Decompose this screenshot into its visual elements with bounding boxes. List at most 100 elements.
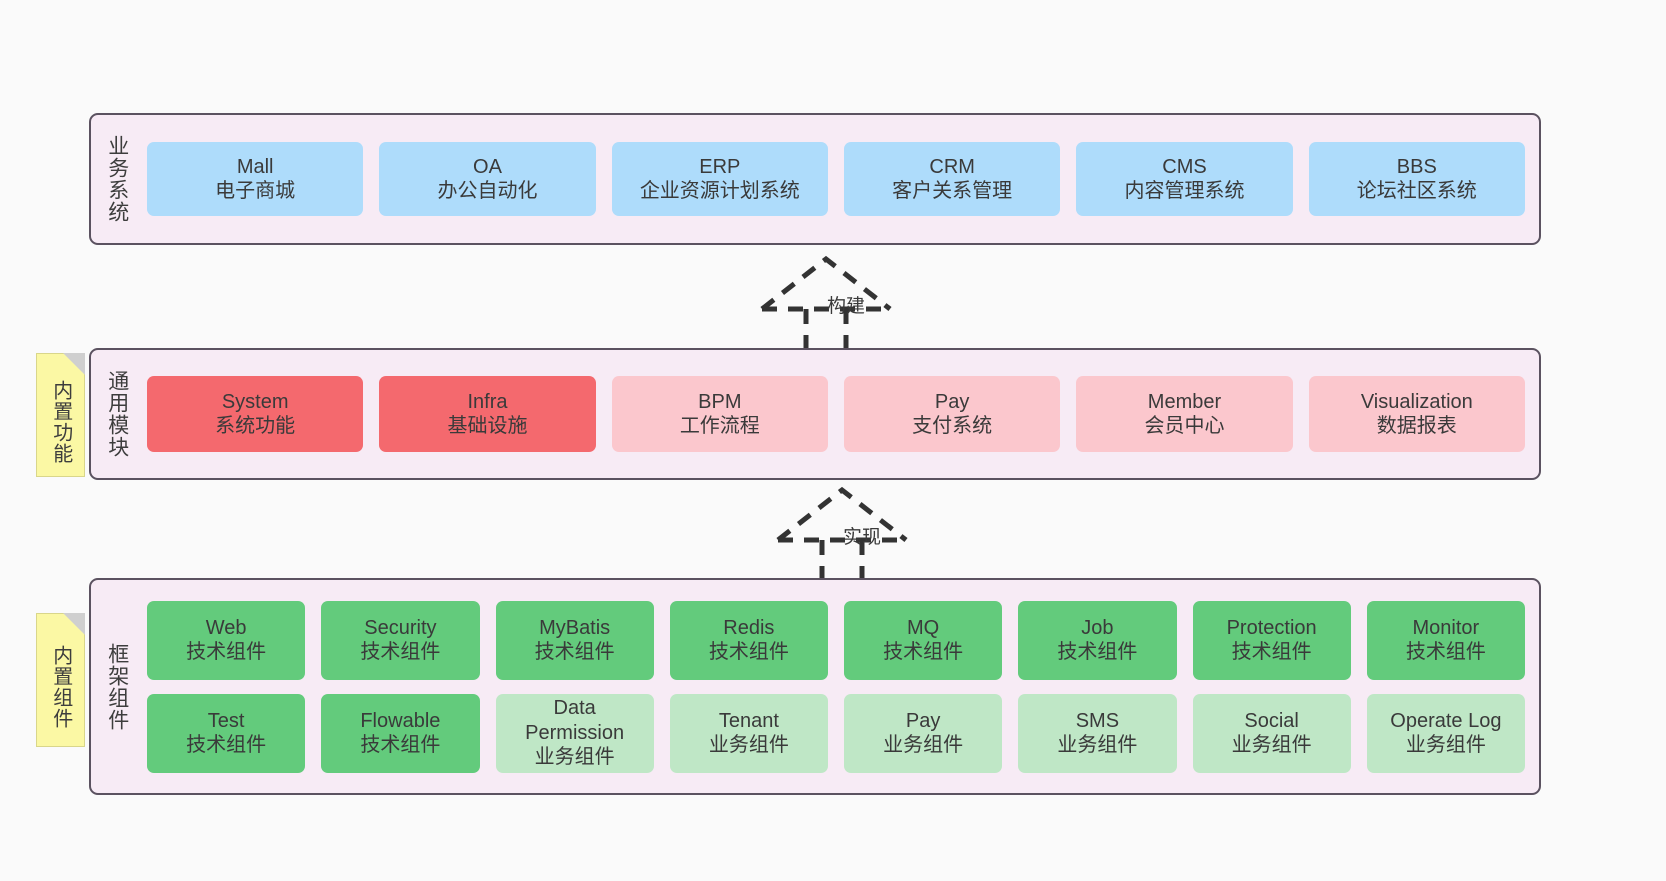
card-pay-biz[interactable]: Pay 业务组件 (844, 693, 1003, 773)
card-title: Pay (934, 390, 970, 413)
layer-body-business-system: Mall 电子商城 OA 办公自动化 ERP 企业资源计划系统 CRM 客户关系… (143, 115, 1539, 243)
card-subtitle: 业务组件 (883, 734, 964, 756)
card-subtitle: 技术组件 (186, 734, 267, 756)
card-operate-log[interactable]: Operate Log 业务组件 (1366, 693, 1525, 773)
card-erp[interactable]: ERP 企业资源计划系统 (611, 142, 828, 216)
card-title: Pay (905, 709, 941, 732)
card-title: Protection (1226, 616, 1317, 639)
card-title: CRM (929, 155, 975, 178)
card-title: Operate Log (1390, 709, 1502, 732)
sticky-note-label: 内置组件 (49, 645, 72, 729)
card-title: Job (1081, 616, 1114, 639)
card-subtitle: 业务组件 (534, 746, 615, 769)
card-subtitle: 电子商城 (215, 180, 296, 202)
card-title: Data Permission (525, 697, 625, 744)
card-infra[interactable]: Infra 基础设施 (379, 376, 596, 452)
card-subtitle: 业务组件 (708, 734, 789, 756)
card-subtitle: 业务组件 (1231, 734, 1312, 756)
layer-title-framework-component: 框架组件 (105, 642, 129, 731)
card-data-permission[interactable]: Data Permission 业务组件 (495, 693, 654, 773)
card-security[interactable]: Security 技术组件 (321, 600, 480, 680)
card-title: Monitor (1412, 616, 1480, 639)
card-subtitle: 技术组件 (360, 641, 441, 663)
layer-business-system[interactable]: 业务系统 Mall 电子商城 OA 办公自动化 ERP 企业资源计划系统 CRM… (89, 113, 1541, 245)
card-system[interactable]: System 系统功能 (147, 376, 364, 452)
card-title: OA (473, 155, 502, 178)
layer-framework-component[interactable]: 框架组件 Web 技术组件 Security 技术组件 MyBatis 技术组件… (89, 578, 1541, 795)
card-subtitle: 办公自动化 (437, 180, 538, 202)
card-sms[interactable]: SMS 业务组件 (1018, 693, 1177, 773)
card-title: MQ (907, 616, 940, 639)
sticky-note-builtin-function: 内置功能 (36, 353, 85, 477)
card-social[interactable]: Social 业务组件 (1192, 693, 1351, 773)
card-row: Web 技术组件 Security 技术组件 MyBatis 技术组件 Redi… (147, 600, 1525, 680)
card-title: Visualization (1360, 390, 1473, 413)
card-title: BPM (698, 390, 742, 413)
card-title: Tenant (718, 709, 779, 732)
card-flowable[interactable]: Flowable 技术组件 (321, 693, 480, 773)
card-subtitle: 技术组件 (534, 641, 615, 663)
layer-title-common-module: 通用模块 (105, 370, 129, 458)
card-subtitle: 技术组件 (883, 641, 964, 663)
card-subtitle: 技术组件 (1231, 641, 1312, 663)
card-subtitle: 数据报表 (1376, 415, 1457, 437)
card-protection[interactable]: Protection 技术组件 (1192, 600, 1351, 680)
card-subtitle: 技术组件 (1057, 641, 1138, 663)
card-subtitle: 支付系统 (912, 415, 993, 437)
connector-implement: 实现 (758, 478, 958, 588)
card-bpm[interactable]: BPM 工作流程 (611, 376, 828, 452)
card-mall[interactable]: Mall 电子商城 (147, 142, 364, 216)
card-member[interactable]: Member 会员中心 (1076, 376, 1293, 452)
card-cms[interactable]: CMS 内容管理系统 (1076, 142, 1293, 216)
layer-common-module[interactable]: 通用模块 System 系统功能 Infra 基础设施 BPM 工作流程 Pay… (89, 348, 1541, 480)
card-subtitle: 内容管理系统 (1124, 180, 1245, 202)
card-subtitle: 业务组件 (1057, 734, 1138, 756)
card-title: MyBatis (539, 616, 611, 639)
card-redis[interactable]: Redis 技术组件 (669, 600, 828, 680)
card-title: Flowable (360, 709, 441, 732)
card-monitor[interactable]: Monitor 技术组件 (1366, 600, 1525, 680)
card-subtitle: 企业资源计划系统 (639, 180, 800, 202)
card-title: Member (1147, 390, 1222, 413)
card-title: Mall (236, 155, 274, 178)
card-title: ERP (699, 155, 741, 178)
card-job[interactable]: Job 技术组件 (1018, 600, 1177, 680)
card-title: SMS (1075, 709, 1120, 732)
card-subtitle: 技术组件 (708, 641, 789, 663)
layer-title-business-system: 业务系统 (105, 135, 129, 223)
card-subtitle: 技术组件 (1405, 641, 1486, 663)
card-tenant[interactable]: Tenant 业务组件 (669, 693, 828, 773)
card-subtitle: 系统功能 (215, 415, 296, 437)
card-test[interactable]: Test 技术组件 (147, 693, 306, 773)
card-title: Web (205, 616, 247, 639)
card-row: Test 技术组件 Flowable 技术组件 Data Permission … (147, 693, 1525, 773)
card-title: Security (364, 616, 437, 639)
card-crm[interactable]: CRM 客户关系管理 (843, 142, 1061, 216)
card-title: System (221, 390, 289, 413)
layer-body-common-module: System 系统功能 Infra 基础设施 BPM 工作流程 Pay 支付系统… (143, 350, 1539, 478)
card-mq[interactable]: MQ 技术组件 (844, 600, 1003, 680)
sticky-note-label: 内置功能 (49, 380, 72, 464)
layer-body-framework-component: Web 技术组件 Security 技术组件 MyBatis 技术组件 Redi… (143, 580, 1539, 793)
card-title: Test (207, 709, 245, 732)
card-subtitle: 基础设施 (447, 415, 528, 437)
card-pay[interactable]: Pay 支付系统 (843, 376, 1061, 452)
realization-arrow-icon (760, 255, 892, 357)
card-title: Social (1244, 709, 1299, 732)
card-subtitle: 技术组件 (360, 734, 441, 756)
card-title: BBS (1396, 155, 1437, 178)
card-visualization[interactable]: Visualization 数据报表 (1308, 376, 1525, 452)
card-mybatis[interactable]: MyBatis 技术组件 (495, 600, 654, 680)
card-subtitle: 论坛社区系统 (1356, 180, 1477, 202)
card-row: System 系统功能 Infra 基础设施 BPM 工作流程 Pay 支付系统… (147, 376, 1525, 452)
card-subtitle: 工作流程 (679, 415, 760, 437)
card-oa[interactable]: OA 办公自动化 (379, 142, 596, 216)
realization-arrow-icon (776, 486, 908, 588)
card-row: Mall 电子商城 OA 办公自动化 ERP 企业资源计划系统 CRM 客户关系… (147, 142, 1525, 216)
card-web[interactable]: Web 技术组件 (147, 600, 306, 680)
card-bbs[interactable]: BBS 论坛社区系统 (1308, 142, 1525, 216)
card-subtitle: 会员中心 (1144, 415, 1225, 437)
card-title: Infra (467, 390, 508, 413)
connector-build: 构建 (742, 247, 942, 357)
